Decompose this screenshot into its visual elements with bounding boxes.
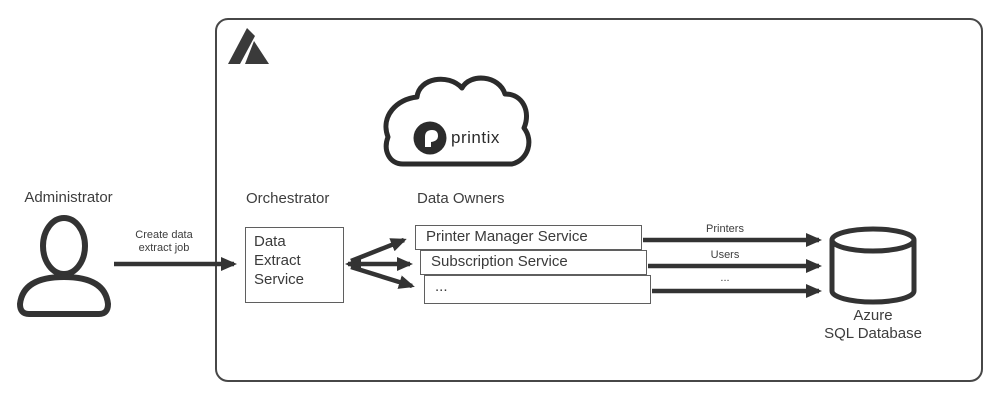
orchestrator-label: Orchestrator [246,190,330,207]
users-arrow-label: Users [710,249,740,261]
create-job-line2: extract job [138,242,190,254]
printers-arrow-label: Printers [706,223,744,235]
create-job-line1: Create data [135,229,193,241]
subscription-service-box: Subscription Service [420,250,647,275]
administrator-label: Administrator [24,189,113,206]
azure-boundary-box [215,18,983,382]
other-arrow-label: ... [720,272,730,284]
printer-manager-service-box: Printer Manager Service [415,225,642,250]
other-services-box: ... [424,275,651,304]
data-owners-label: Data Owners [417,190,505,207]
db-label-line2: SQL Database [824,325,922,342]
db-label-line1: Azure [853,307,893,324]
create-job-arrow-label: Create data extract job [118,229,210,255]
data-extract-service-box: Data Extract Service [245,227,344,303]
azure-sql-database-label: Azure SQL Database [813,307,933,343]
administrator-person-icon [17,215,111,317]
printix-brand-label: printix [451,128,500,147]
